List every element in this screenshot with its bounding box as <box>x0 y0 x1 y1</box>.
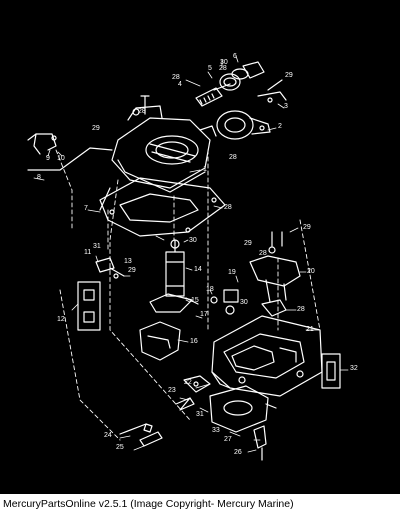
callout-28-choke: 28 <box>229 154 237 161</box>
callout-29-top-right: 29 <box>285 72 293 79</box>
power-piston-housing <box>139 321 181 361</box>
callout-5: 5 <box>208 65 212 72</box>
copyright-footer: MercuryPartsOnline v2.5.1 (Image Copyrig… <box>0 494 400 514</box>
pump-link-clip <box>95 257 125 279</box>
callout-22: 22 <box>184 379 192 386</box>
choke-housing <box>216 110 271 140</box>
pump-rod-pin <box>99 187 111 211</box>
callout-28-right: 28 <box>219 65 227 72</box>
callout-32: 32 <box>350 365 358 372</box>
callout-14: 14 <box>194 266 202 273</box>
callout-25: 25 <box>116 444 124 451</box>
callout-10: 10 <box>57 155 65 162</box>
air-horn-cover <box>111 105 217 193</box>
pump-lever <box>149 293 199 313</box>
jet-kit-box <box>321 353 341 389</box>
callout-3: 3 <box>284 103 288 110</box>
callout-4: 4 <box>178 81 182 88</box>
fuel-filter <box>195 83 231 107</box>
callout-1: 1 <box>203 166 207 173</box>
callout-30-top: 30 <box>220 59 228 66</box>
float-bowl-body <box>211 315 323 397</box>
air-horn-gasket <box>99 177 226 237</box>
callout-2: 2 <box>278 123 282 130</box>
callout-28-top: 28 <box>172 74 180 81</box>
callout-27: 27 <box>224 436 232 443</box>
choke-rod <box>27 147 113 171</box>
callout-33: 33 <box>212 427 220 434</box>
exploded-parts-diagram <box>0 0 400 494</box>
accelerator-pump-plunger <box>165 239 185 297</box>
idle-mixture-screw <box>119 423 163 447</box>
callout-28-cover: 28 <box>138 108 146 115</box>
callout-11: 11 <box>84 249 92 256</box>
callout-16: 16 <box>190 338 198 345</box>
idle-spring <box>210 289 239 315</box>
choke-lever <box>27 133 57 155</box>
callout-29-cover: 29 <box>92 125 100 132</box>
throttle-body <box>209 385 277 433</box>
diagram-background <box>0 0 400 494</box>
air-horn-screw <box>140 95 150 115</box>
choke-linkage <box>257 79 287 103</box>
callout-6: 6 <box>233 53 237 60</box>
callout-24: 24 <box>104 432 112 439</box>
callout-7: 7 <box>84 205 88 212</box>
callout-28-bracket: 28 <box>259 250 267 257</box>
callout-31-clip: 31 <box>93 243 101 250</box>
callout-26: 26 <box>234 449 242 456</box>
callout-20: 20 <box>307 268 315 275</box>
assembly-guide-lines <box>55 149 321 441</box>
callout-12: 12 <box>57 316 65 323</box>
callout-9: 9 <box>46 155 50 162</box>
throttle-bracket <box>249 231 301 303</box>
needle-seat-kit <box>77 281 101 331</box>
callout-17: 17 <box>200 311 208 318</box>
callout-23: 23 <box>168 387 176 394</box>
callout-leaders <box>33 55 349 453</box>
callout-28-gasket: 28 <box>224 204 232 211</box>
throttle-screw <box>253 425 267 461</box>
callout-8: 8 <box>37 174 41 181</box>
callout-15: 15 <box>191 297 199 304</box>
callout-21: 21 <box>306 326 314 333</box>
callout-28-cam: 28 <box>297 306 305 313</box>
callout-29-clip: 29 <box>128 267 136 274</box>
callout-18: 18 <box>206 286 214 293</box>
callout-19: 19 <box>228 269 236 276</box>
fuel-inlet-fitting <box>219 61 265 91</box>
idle-screw <box>175 397 195 411</box>
callout-30-plunger: 30 <box>189 237 197 244</box>
callout-30-spring: 30 <box>240 299 248 306</box>
callout-13: 13 <box>124 258 132 265</box>
callout-31-lever: 31 <box>196 411 204 418</box>
callout-29-bracket-right: 29 <box>303 224 311 231</box>
callout-29-bracket-left: 29 <box>244 240 252 247</box>
